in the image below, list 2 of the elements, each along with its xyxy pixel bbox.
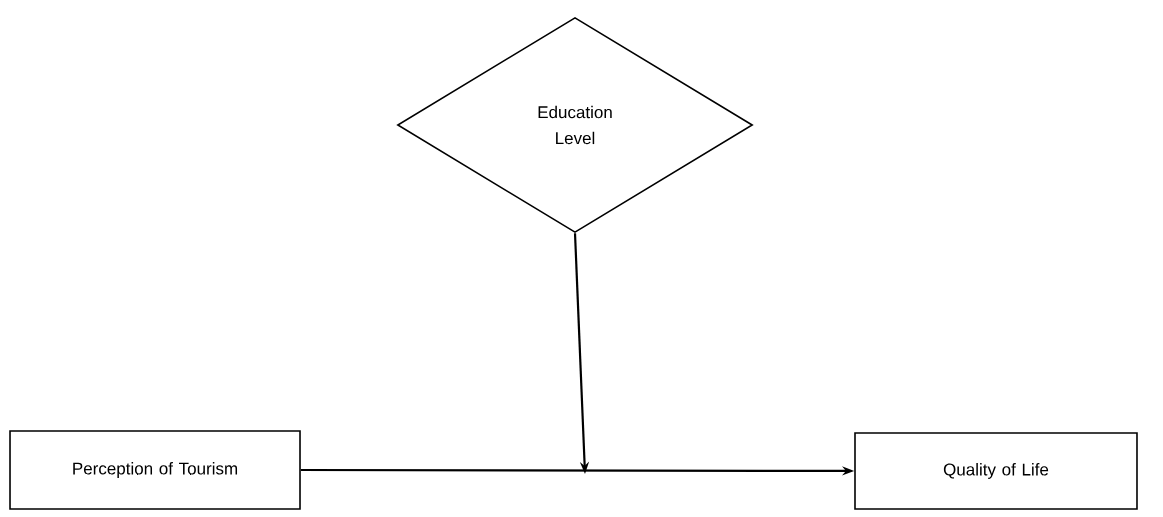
process-box: Perception of Tourism <box>9 430 301 510</box>
process-box: Quality of Life <box>854 432 1138 510</box>
